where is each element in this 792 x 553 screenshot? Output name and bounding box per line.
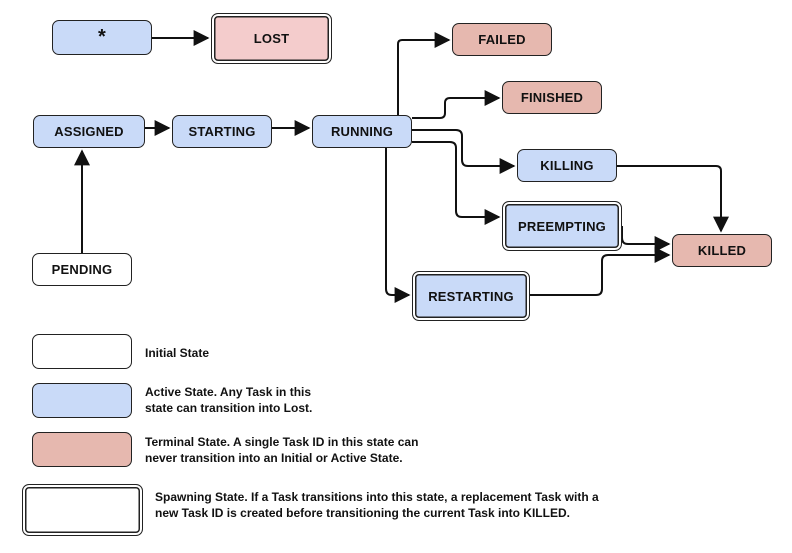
- legend-swatch-initial: [32, 334, 132, 369]
- edge-restarting-to-killed: [530, 247, 671, 296]
- edge-running-to-finished: [412, 90, 501, 119]
- node-failed: FAILED: [452, 23, 552, 56]
- legend-swatch-terminal: [32, 432, 132, 467]
- edge-preempting-to-killed: [621, 226, 671, 252]
- legend-swatch-active: [32, 383, 132, 418]
- legend-swatch-spawning: [22, 484, 143, 536]
- node-finished: FINISHED: [502, 81, 602, 114]
- node-running: RUNNING: [312, 115, 412, 148]
- edge-running-to-killing: [412, 129, 516, 174]
- node-pending: PENDING: [32, 253, 132, 286]
- edge-running-to-restarting: [385, 148, 411, 303]
- node-assigned: ASSIGNED: [33, 115, 145, 148]
- edge-killing-to-killed: [617, 165, 729, 233]
- node-restarting: RESTARTING: [412, 271, 530, 321]
- legend-active-text: Active State. Any Task in this state can…: [145, 385, 313, 415]
- node-starting: STARTING: [172, 115, 272, 148]
- edge-running-to-preempting: [412, 141, 501, 225]
- legend-spawning-text: Spawning State. If a Task transitions in…: [155, 490, 599, 520]
- node-any: *: [52, 20, 152, 55]
- edge-running-to-failed: [397, 32, 451, 115]
- legend-initial-text: Initial State: [145, 346, 210, 360]
- node-killed: KILLED: [672, 234, 772, 267]
- node-preempting: PREEMPTING: [502, 201, 622, 251]
- node-lost: LOST: [211, 13, 332, 64]
- node-killing: KILLING: [517, 149, 617, 182]
- legend-terminal-text: Terminal State. A single Task ID in this…: [145, 435, 419, 465]
